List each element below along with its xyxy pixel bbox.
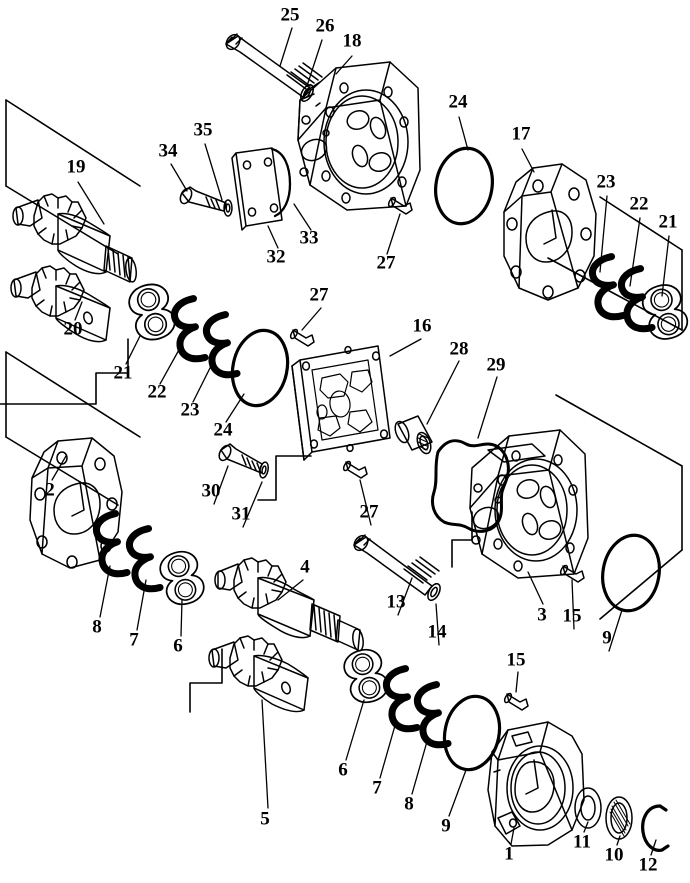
center-plate xyxy=(291,345,391,461)
assembly-bracket-mid-lower-step xyxy=(189,648,223,713)
callout-6-bearing-plate-front: 6 xyxy=(173,635,183,656)
seal-clip-front-c xyxy=(383,669,418,733)
callout-26-washer-upper-bolt: 26 xyxy=(316,15,335,36)
dowel-pin-center-plate-bottom xyxy=(342,460,368,479)
seal-clip-mid-a xyxy=(171,299,206,363)
cover-flange-rear xyxy=(503,163,597,301)
assembly-bracket-right-mid-step xyxy=(451,511,473,568)
figure-eight-gasket xyxy=(430,439,510,533)
callout-16-center-plate: 16 xyxy=(413,315,432,336)
long-socket-bolt-upper xyxy=(225,33,323,98)
callout-number-layer: 2526182417353423222119323327202122232427… xyxy=(45,4,677,875)
oil-seal xyxy=(605,796,633,840)
callout-17-cover-flange-rear: 17 xyxy=(512,123,532,144)
driven-gear-rear xyxy=(10,265,111,343)
bolt-short xyxy=(218,443,263,474)
callout-35-washer-cover-plate-bolt: 35 xyxy=(194,119,213,140)
assembly-bracket-upper-left xyxy=(5,99,141,255)
bearing-plate-rear-front xyxy=(124,279,180,345)
callout-2-cover-flange-front: 2 xyxy=(45,479,55,500)
callout-21-bearing-plate-rear: 21 xyxy=(659,211,678,232)
assembly-bracket-center-step xyxy=(257,455,312,501)
driven-gear-front xyxy=(208,635,309,713)
callout-32-cover-plate: 32 xyxy=(267,246,286,267)
callout-18-pump-body-rear: 18 xyxy=(343,30,362,51)
callout-3-pump-body-front: 3 xyxy=(537,604,547,625)
assembly-bracket-mid-left-step xyxy=(0,338,129,405)
assembly-bracket-right-lower xyxy=(555,394,683,620)
o-ring-front-cover xyxy=(442,694,502,772)
callout-31-washer-short-bolt: 31 xyxy=(232,503,251,524)
long-socket-bolt-lower xyxy=(353,534,440,596)
seal-clip-rear-inner xyxy=(618,269,653,333)
callout-7-seal-clip-front-b: 7 xyxy=(129,629,139,650)
callout-4-drive-shaft-gear: 4 xyxy=(300,556,310,577)
callout-8-seal-clip-front-a: 8 xyxy=(92,616,102,637)
callout-9-o-ring-front-body: 9 xyxy=(602,627,612,648)
seal-clip-front-a xyxy=(93,514,128,578)
assembly-bracket-lower-left xyxy=(5,351,141,506)
drive-gear-rear xyxy=(12,193,137,283)
callout-7-seal-clip-front-c: 7 xyxy=(372,777,382,798)
callout-8-seal-clip-front-d: 8 xyxy=(404,793,414,814)
bolt-cover-plate xyxy=(179,186,227,212)
dowel-pin-front-body xyxy=(559,564,585,583)
o-ring-front-body xyxy=(601,533,661,613)
dowel-pin-rear-body xyxy=(387,196,413,215)
leader-lines xyxy=(51,27,670,856)
callout-10-oil-seal: 10 xyxy=(605,844,624,865)
callout-13-long-socket-bolt-lower: 13 xyxy=(387,591,406,612)
callout-25-long-socket-bolt-upper: 25 xyxy=(281,4,300,25)
callout-12-snap-ring: 12 xyxy=(639,854,658,875)
callout-21-bearing-plate-rear-front: 21 xyxy=(114,362,133,383)
seal-clip-front-b xyxy=(126,529,161,593)
cover-plate xyxy=(231,147,283,231)
drive-shaft-gear xyxy=(214,557,364,652)
front-cover xyxy=(487,721,585,847)
washer-short-bolt xyxy=(258,461,270,479)
callout-1-front-cover: 1 xyxy=(504,843,514,864)
backup-washer xyxy=(574,787,602,829)
bearing-plate-front-outer xyxy=(339,644,393,708)
callout-23-seal-clip-rear-outer: 23 xyxy=(597,171,616,192)
callout-27-dowel-pin-center-plate-top: 27 xyxy=(310,284,330,305)
o-ring-cover-plate xyxy=(270,147,292,218)
dowel-pin-center-plate-top xyxy=(289,328,315,347)
dowel-pin-front-cover xyxy=(503,692,529,711)
callout-27-dowel-pin-center-plate-bottom: 27 xyxy=(360,501,380,522)
callout-24-o-ring-large-upper: 24 xyxy=(449,91,469,112)
pump-body-rear xyxy=(297,61,421,211)
callout-5-driven-gear-front: 5 xyxy=(260,808,270,829)
washer-lower-bolt xyxy=(427,582,441,602)
callout-15-dowel-pin-front-cover: 15 xyxy=(507,649,526,670)
callout-19-drive-gear-rear: 19 xyxy=(67,156,86,177)
callout-15-dowel-pin-front-body: 15 xyxy=(563,605,582,626)
callout-22-seal-clip-mid-a: 22 xyxy=(148,381,167,402)
callout-20-driven-gear-rear: 20 xyxy=(64,318,83,339)
callout-28-bushing: 28 xyxy=(450,338,469,359)
bearing-plate-front xyxy=(155,546,209,610)
bushing xyxy=(394,415,433,455)
callout-6-bearing-plate-front-outer: 6 xyxy=(338,759,348,780)
pump-body-front xyxy=(469,429,589,579)
callout-22-seal-clip-rear-inner: 22 xyxy=(630,193,649,214)
callout-30-bolt-short: 30 xyxy=(202,480,221,501)
callout-9-o-ring-front-cover: 9 xyxy=(441,815,451,836)
callout-23-seal-clip-mid-b: 23 xyxy=(181,399,200,420)
callout-29-figure-eight-gasket: 29 xyxy=(487,354,506,375)
o-ring-large-mid xyxy=(230,328,290,408)
callout-14-washer-lower-bolt: 14 xyxy=(428,621,448,642)
callout-33-o-ring-cover-plate: 33 xyxy=(300,227,319,248)
washer-cover-plate-bolt xyxy=(223,199,233,217)
callout-34-bolt-cover-plate: 34 xyxy=(159,140,179,161)
snap-ring xyxy=(641,804,670,852)
callout-27-dowel-pin-rear-body: 27 xyxy=(377,252,397,273)
callout-11-backup-washer: 11 xyxy=(573,831,591,852)
callout-24-o-ring-large-mid: 24 xyxy=(214,419,234,440)
o-ring-large-upper xyxy=(434,146,494,226)
